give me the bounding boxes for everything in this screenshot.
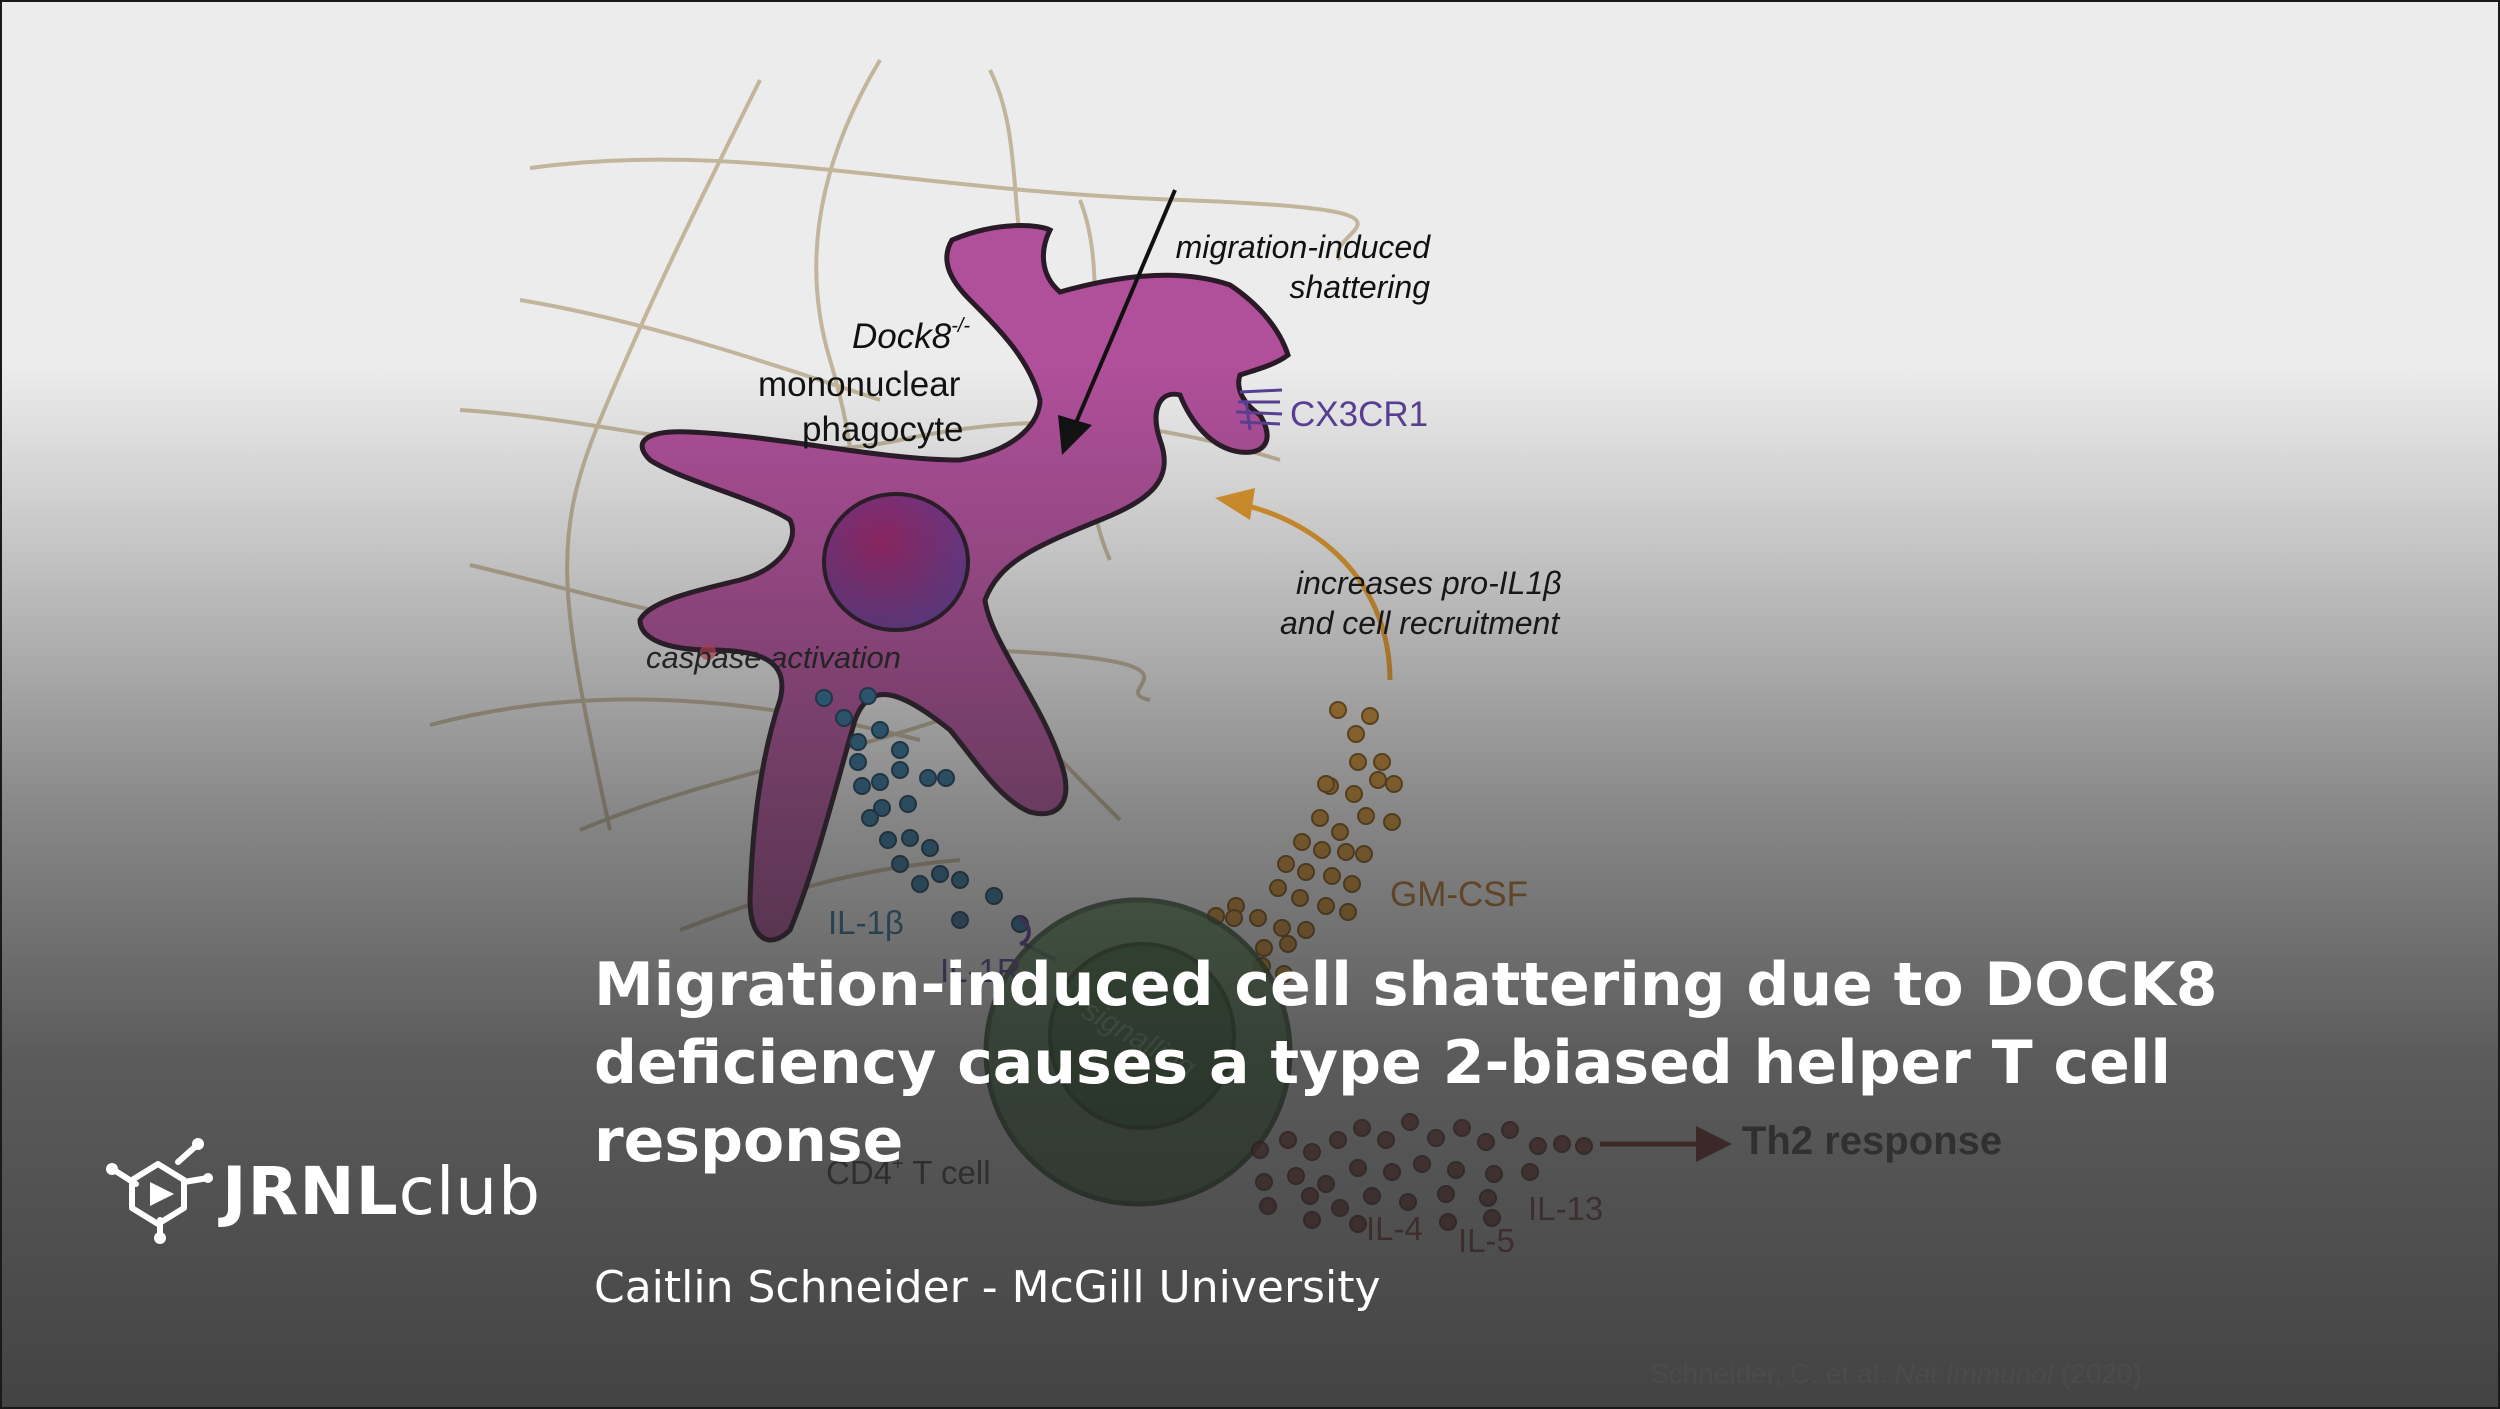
fiber-12 [679,858,961,932]
label-il4: IL-4 [1366,1210,1423,1247]
jrnlclub-logo: JRNLclub [104,1136,541,1246]
label-il5: IL-5 [1458,1222,1515,1259]
label-il1b: IL-1β [828,904,904,941]
label-dock8: Dock8-/- [852,315,970,356]
jrnlclub-wordmark: JRNLclub [222,1152,542,1230]
label-gmcsf: GM-CSF [1390,875,1528,914]
label-cx3cr1: CX3CR1 [1290,395,1428,434]
label-migration-line2: shattering [1289,269,1430,305]
label-phagocyte: phagocyte [802,410,964,449]
label-recruitment: and cell recruitment [1280,605,1560,641]
label-il13: IL-13 [1528,1190,1603,1227]
label-caspase: caspase activation [646,640,901,675]
presenter-byline: Caitlin Schneider - McGill University [594,1262,1381,1313]
video-title: Migration-induced cell shattering due to… [594,950,2218,1176]
label-increases: increases pro-IL1β [1296,565,1562,601]
nucleus [822,492,970,632]
jrnlclub-logo-icon [106,1138,213,1244]
label-mononuclear: mononuclear [758,365,961,404]
label-migration-line1: migration-induced [1176,229,1432,265]
figure-citation: Schneider, C. et al. Nat Immunol (2020) [1650,1358,2142,1389]
